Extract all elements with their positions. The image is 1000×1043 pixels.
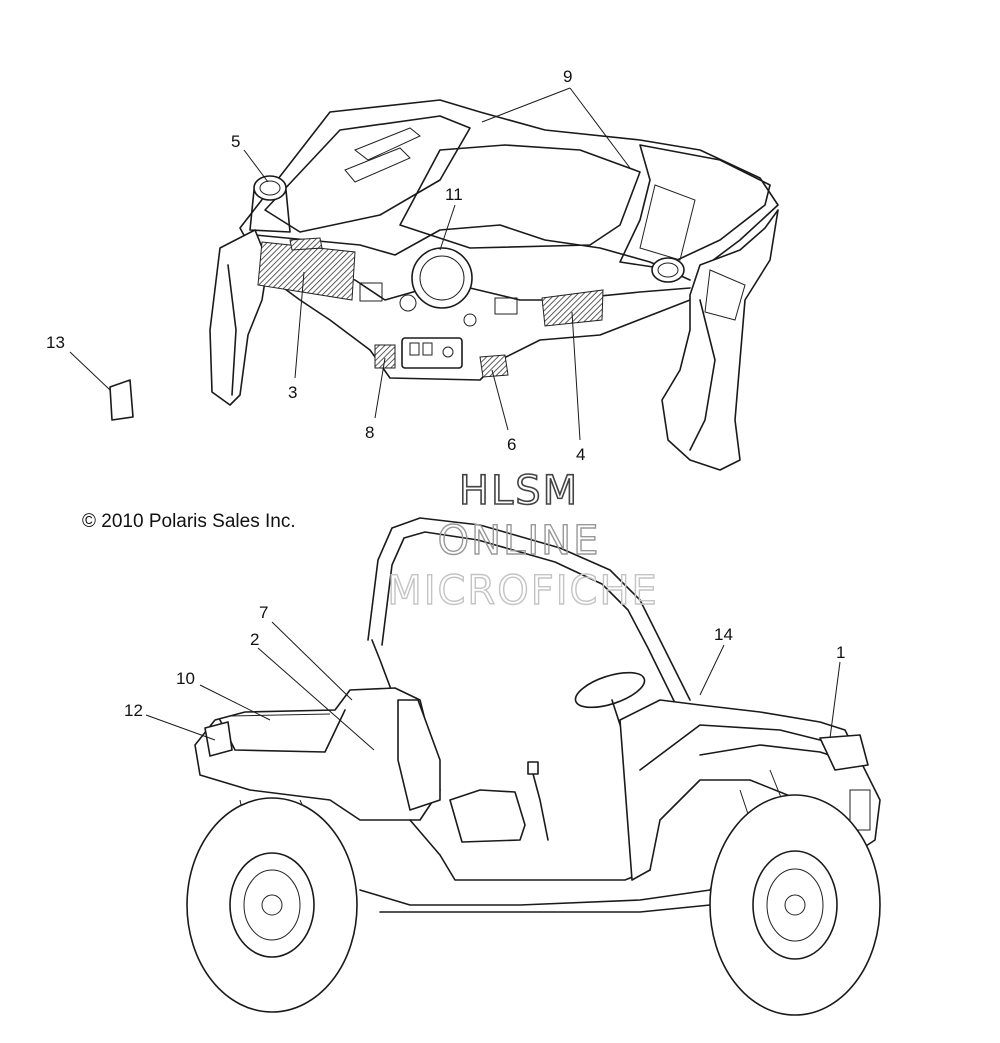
callout-4: 4 xyxy=(576,445,585,464)
callout-10: 10 xyxy=(176,669,195,688)
callout-13: 13 xyxy=(46,333,65,352)
callout-14: 14 xyxy=(714,625,733,644)
callout-8: 8 xyxy=(365,423,374,442)
leader-lines xyxy=(69,87,841,751)
callout-9: 9 xyxy=(563,67,572,86)
callout-2: 2 xyxy=(250,630,259,649)
callout-1: 1 xyxy=(836,643,845,662)
callout-11: 11 xyxy=(445,185,463,204)
vehicle-side-view xyxy=(186,517,881,1016)
watermark-line-2: ONLINE xyxy=(438,518,601,564)
callout-3: 3 xyxy=(288,383,297,402)
copyright-notice: © 2010 Polaris Sales Inc. xyxy=(82,511,296,532)
decal-13 xyxy=(109,379,134,421)
watermark-line-1: HLSM xyxy=(459,468,579,514)
dashboard-assembly xyxy=(209,99,779,471)
callout-6: 6 xyxy=(507,435,516,454)
callout-5: 5 xyxy=(231,132,240,151)
watermark-line-3: MICROFICHE xyxy=(387,568,659,614)
callout-7: 7 xyxy=(259,603,268,622)
callout-12: 12 xyxy=(124,701,143,720)
